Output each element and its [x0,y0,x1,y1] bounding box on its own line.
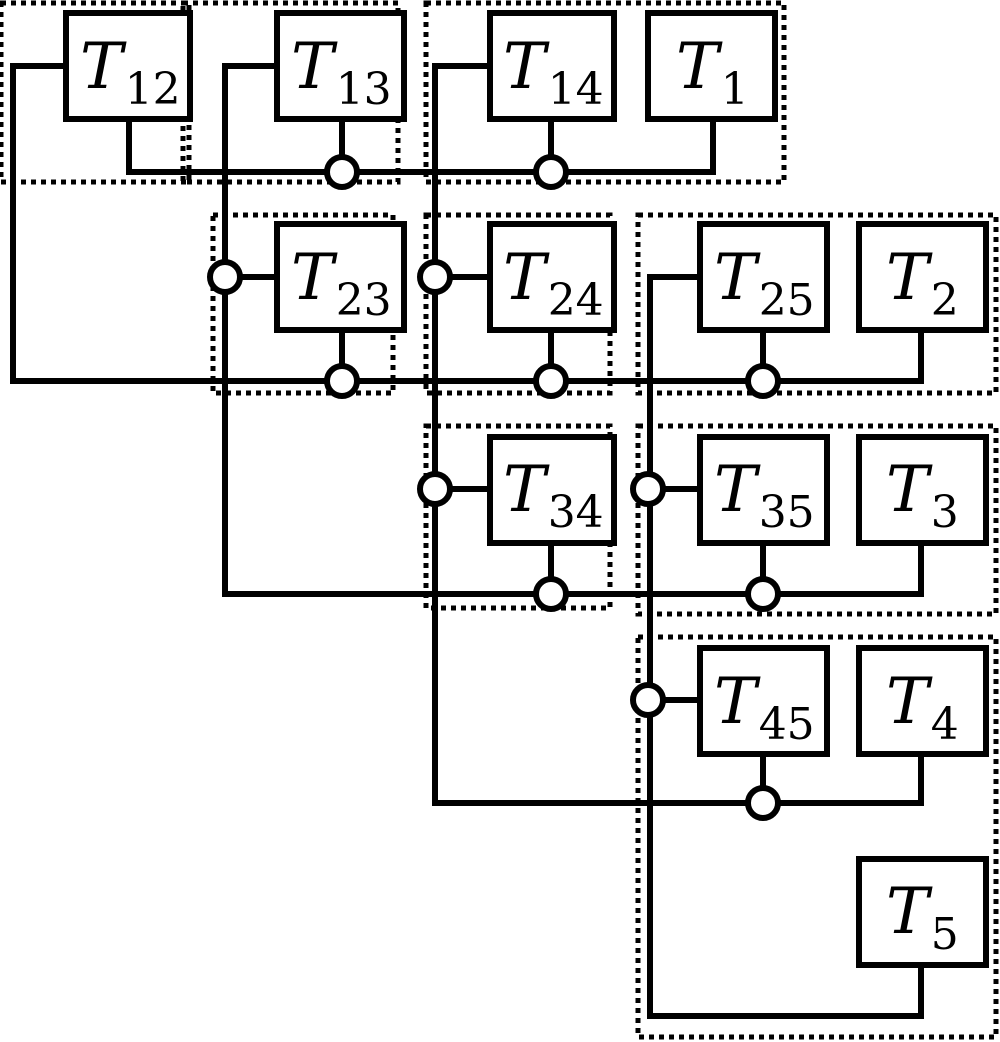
group-box-6 [635,212,999,396]
tensor-label: T34 [503,453,604,538]
tensor-t2: T2 [856,221,989,333]
group-box-1 [0,0,192,185]
tensor-t1: T1 [645,10,778,122]
tensor-label: T13 [291,30,392,115]
tensors: T12 T13 T14 T1 T23 T24 T25 T2 [63,10,989,968]
wire-index-1 [10,63,924,384]
tensor-t13: T13 [274,10,407,122]
tensor-label: T5 [886,875,959,960]
tensor-label: T23 [291,241,392,326]
tensor-t5: T5 [856,856,989,968]
wire-index-2 [222,63,924,597]
junction-node [533,363,569,399]
junction-node [630,682,666,718]
tensor-t14: T14 [487,10,617,122]
junction-node [745,576,781,612]
wires [10,63,924,1019]
tensor-t34: T34 [487,434,617,546]
junction-node [324,363,360,399]
junction-node [745,785,781,821]
tensor-t24: T24 [487,221,617,333]
tensor-t3: T3 [856,434,989,546]
group-box-8 [635,423,999,617]
wire-index-4 [647,274,924,1019]
tensor-t25: T25 [697,221,830,333]
tensor-label: T24 [503,241,604,326]
junction-node [417,471,453,507]
tensor-label: T35 [714,453,815,538]
tensor-t12: T12 [63,10,193,122]
junctions [207,154,781,821]
junction-node [533,154,569,190]
junction-node [207,259,243,295]
tensor-label: T12 [80,30,181,115]
wire-index-3 [432,63,924,806]
tensor-t23: T23 [274,221,407,333]
tensor-label: T4 [886,665,959,750]
junction-node [745,363,781,399]
tensor-label: T25 [714,241,815,326]
tensor-label: T2 [886,241,959,326]
tensor-t45: T45 [697,645,830,757]
junction-node [417,259,453,295]
wire-top-row [126,119,716,175]
tensor-t4: T4 [856,645,989,757]
junction-node [533,576,569,612]
group-box-4 [210,212,396,396]
tensor-t35: T35 [697,434,830,546]
group-box-3 [423,0,787,185]
junction-node [630,471,666,507]
tensor-label: T14 [503,30,604,115]
junction-node [324,154,360,190]
tensor-label: T3 [886,453,959,538]
tensor-label: T45 [714,665,815,750]
tensor-label: T1 [676,30,749,115]
